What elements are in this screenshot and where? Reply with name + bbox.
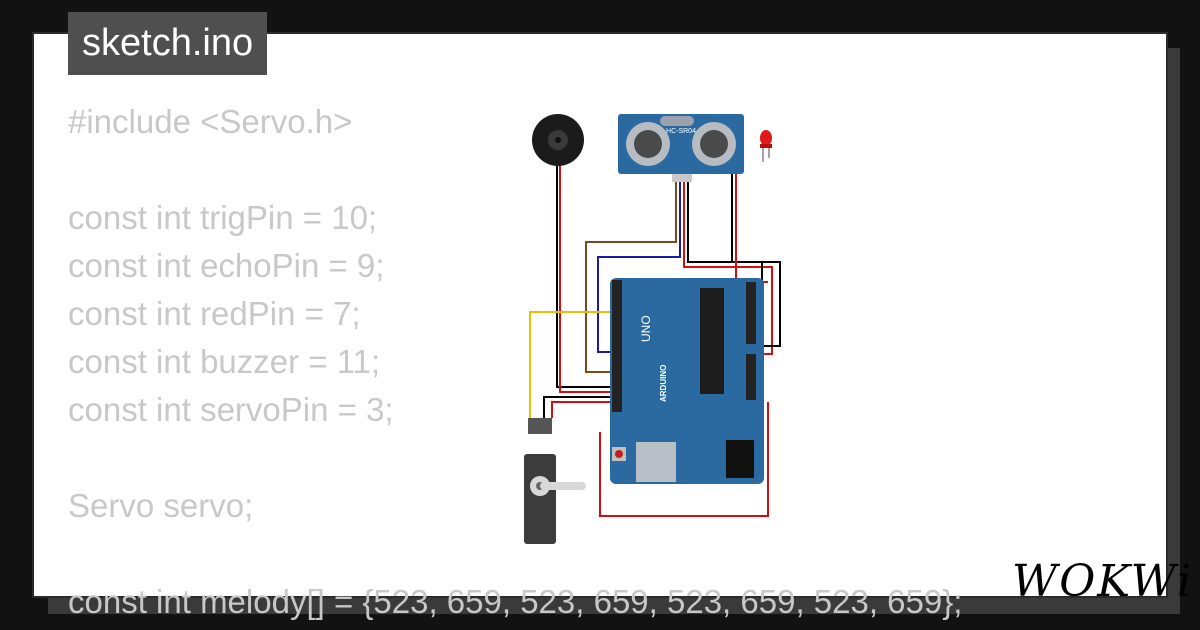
buzzer-icon [532,114,584,166]
code-line: const int servoPin = 3; [68,391,394,428]
code-line: const int melody[] = {523, 659, 523, 659… [68,583,963,620]
code-line: const int redPin = 7; [68,295,361,332]
arduino-board-icon: UNO ARDUINO [610,278,764,484]
servo-icon [524,418,586,544]
sensor-label: HC-SR04 [666,128,696,135]
circuit-diagram: HC-SR04 UNO ARDUINO [524,114,781,544]
preview-card: #include <Servo.h> const int trigPin = 1… [32,32,1191,620]
code-preview: #include <Servo.h> const int trigPin = 1… [68,98,962,626]
wokwi-logo: WOKWi [1012,556,1194,607]
code-line: #include <Servo.h> [68,103,353,140]
code-line: Servo servo; [68,487,254,524]
file-tab[interactable]: sketch.ino [68,12,268,75]
board-label: UNO [639,315,653,342]
code-line: const int trigPin = 10; [68,199,378,236]
ultrasonic-sensor-icon: HC-SR04 [618,114,744,182]
led-icon [760,130,772,162]
board-brand: ARDUINO [659,365,668,402]
code-line: const int buzzer = 11; [68,343,381,380]
code-line: const int echoPin = 9; [68,247,385,284]
